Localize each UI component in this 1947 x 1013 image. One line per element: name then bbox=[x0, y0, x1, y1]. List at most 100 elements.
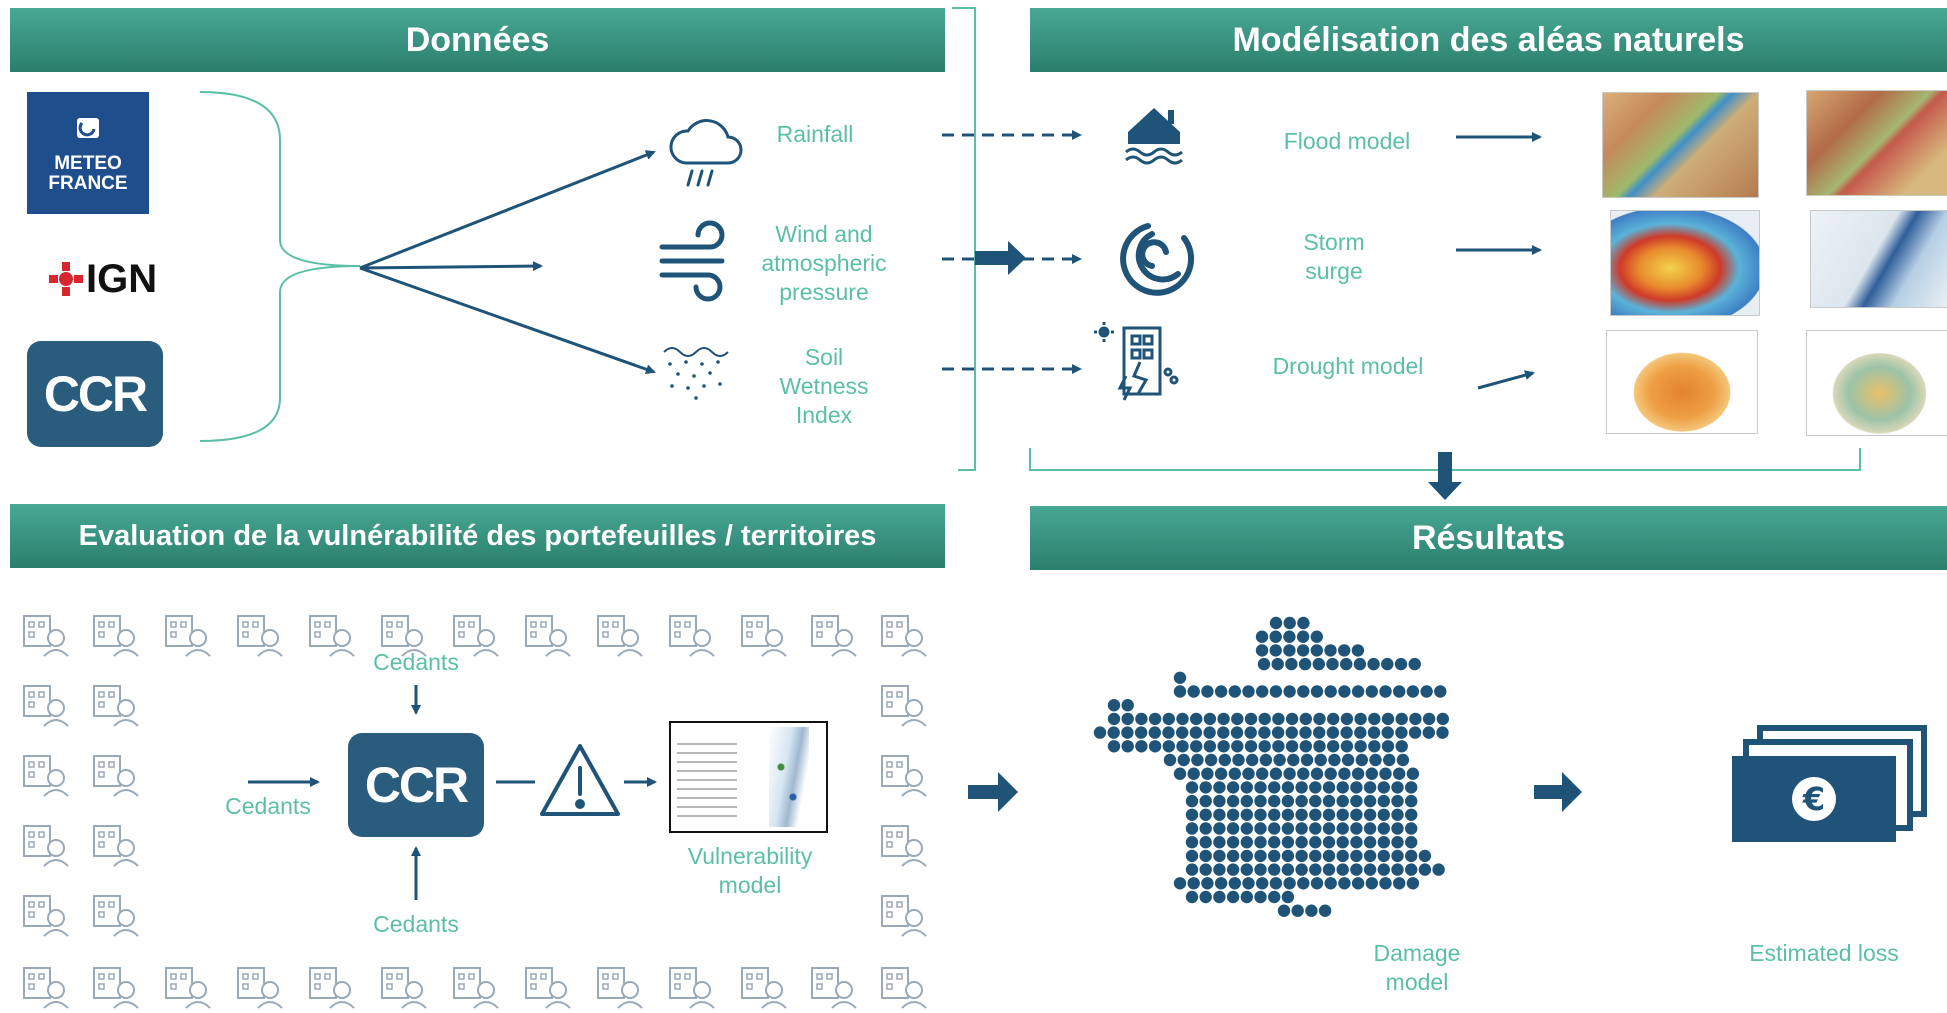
damage-dot bbox=[1213, 863, 1226, 876]
damage-dot bbox=[1162, 726, 1175, 739]
damage-dot bbox=[1363, 822, 1377, 835]
damage-dot bbox=[1351, 767, 1365, 780]
damage-dot bbox=[1254, 781, 1267, 794]
damage-dot bbox=[1173, 685, 1187, 698]
damage-dot bbox=[1309, 781, 1322, 794]
damage-dot bbox=[1213, 794, 1226, 808]
damage-dot bbox=[1281, 836, 1295, 849]
damage-dot bbox=[1228, 685, 1242, 698]
damage-dot bbox=[1391, 849, 1404, 863]
damage-dot bbox=[1230, 726, 1244, 739]
damage-dot bbox=[1148, 726, 1162, 739]
damage-dot bbox=[1231, 740, 1244, 753]
damage-dot bbox=[1310, 877, 1324, 890]
damage-dot bbox=[1254, 794, 1267, 808]
drought-map-thumb-2 bbox=[1806, 330, 1947, 436]
damage-dot bbox=[1281, 794, 1295, 808]
damage-dot bbox=[1350, 794, 1363, 808]
damage-dot bbox=[1406, 767, 1420, 780]
drought-building-icon bbox=[1094, 322, 1179, 401]
damage-dot bbox=[1363, 863, 1377, 876]
damage-dot bbox=[1283, 877, 1296, 890]
ign-emblem-icon bbox=[49, 262, 83, 296]
building-icon bbox=[881, 895, 927, 937]
building-icon bbox=[23, 825, 69, 867]
damage-dot bbox=[1199, 890, 1212, 904]
building-icon bbox=[525, 967, 571, 1009]
damage-dot bbox=[1258, 712, 1271, 726]
damage-dot bbox=[1336, 836, 1349, 849]
label-wind: Wind and atmospheric pressure bbox=[740, 220, 908, 307]
damage-dot bbox=[1368, 740, 1381, 753]
label-cedants-left: Cedants bbox=[225, 793, 311, 819]
damage-dot bbox=[1277, 904, 1291, 917]
damage-dot bbox=[1226, 890, 1240, 904]
label-cedants-bottom: Cedants bbox=[373, 911, 459, 937]
damage-dot bbox=[1287, 753, 1300, 767]
damage-dot bbox=[1240, 836, 1254, 849]
header-donnees: Données bbox=[10, 8, 945, 72]
damage-dot bbox=[1190, 712, 1203, 726]
damage-dot bbox=[1281, 822, 1295, 835]
ign-logo: IGN bbox=[46, 255, 176, 303]
damage-dot bbox=[1322, 794, 1336, 808]
damage-dot bbox=[1162, 712, 1176, 726]
damage-dot bbox=[1336, 794, 1349, 808]
flood-map-thumb-1 bbox=[1602, 92, 1759, 198]
building-icon bbox=[453, 967, 499, 1009]
damage-dot bbox=[1268, 781, 1281, 794]
damage-dot bbox=[1391, 794, 1404, 808]
damage-dot bbox=[1203, 712, 1217, 726]
damage-dot bbox=[1189, 726, 1203, 739]
damage-dot bbox=[1217, 726, 1230, 739]
damage-dot bbox=[1148, 712, 1162, 726]
damage-dot bbox=[1214, 685, 1228, 698]
damage-dot bbox=[1365, 877, 1379, 890]
damage-dot bbox=[1314, 753, 1327, 767]
damage-dot bbox=[1377, 849, 1391, 863]
damage-dot bbox=[1268, 863, 1281, 876]
damage-dot bbox=[1309, 822, 1322, 835]
damage-dot bbox=[1309, 836, 1322, 849]
damage-dot bbox=[1240, 863, 1254, 876]
damage-dot bbox=[1203, 740, 1217, 753]
data-bracket bbox=[952, 7, 976, 471]
damage-dot bbox=[1396, 753, 1410, 767]
storm-map-thumb-1 bbox=[1610, 210, 1760, 316]
damage-dot bbox=[1405, 822, 1418, 835]
building-icon bbox=[881, 615, 927, 657]
damage-dot bbox=[1272, 740, 1285, 753]
damage-dot bbox=[1295, 808, 1308, 821]
building-icon bbox=[881, 967, 927, 1009]
damage-dot bbox=[1405, 849, 1418, 863]
damage-dot bbox=[1405, 808, 1418, 821]
damage-dot bbox=[1217, 712, 1230, 726]
damage-dot bbox=[1107, 712, 1121, 726]
damage-dot bbox=[1422, 726, 1436, 739]
meteo-france-logo: METEO FRANCE bbox=[27, 92, 149, 214]
damage-dot bbox=[1162, 740, 1176, 753]
damage-dot bbox=[1285, 740, 1299, 753]
damage-dot bbox=[1107, 740, 1121, 753]
damage-dot bbox=[1256, 767, 1269, 780]
damage-dot bbox=[1313, 740, 1326, 753]
building-icon bbox=[93, 685, 139, 727]
damage-dot bbox=[1298, 657, 1312, 671]
damage-dot bbox=[1163, 753, 1177, 767]
damage-dot bbox=[1313, 726, 1326, 739]
damage-dot bbox=[1338, 685, 1351, 698]
damage-dot bbox=[1436, 726, 1449, 739]
damage-dot bbox=[1309, 808, 1322, 821]
damage-dot bbox=[1187, 685, 1200, 698]
damage-dot bbox=[1199, 849, 1212, 863]
damage-dot bbox=[1322, 863, 1336, 876]
damage-dot bbox=[1226, 836, 1240, 849]
damage-dot bbox=[1336, 863, 1349, 876]
header-resultats: Résultats bbox=[1030, 506, 1947, 570]
euro-symbol: € bbox=[1802, 780, 1826, 818]
building-icon bbox=[381, 967, 427, 1009]
damage-dot bbox=[1283, 685, 1296, 698]
damage-dot bbox=[1226, 794, 1240, 808]
damage-dot bbox=[1231, 712, 1244, 726]
